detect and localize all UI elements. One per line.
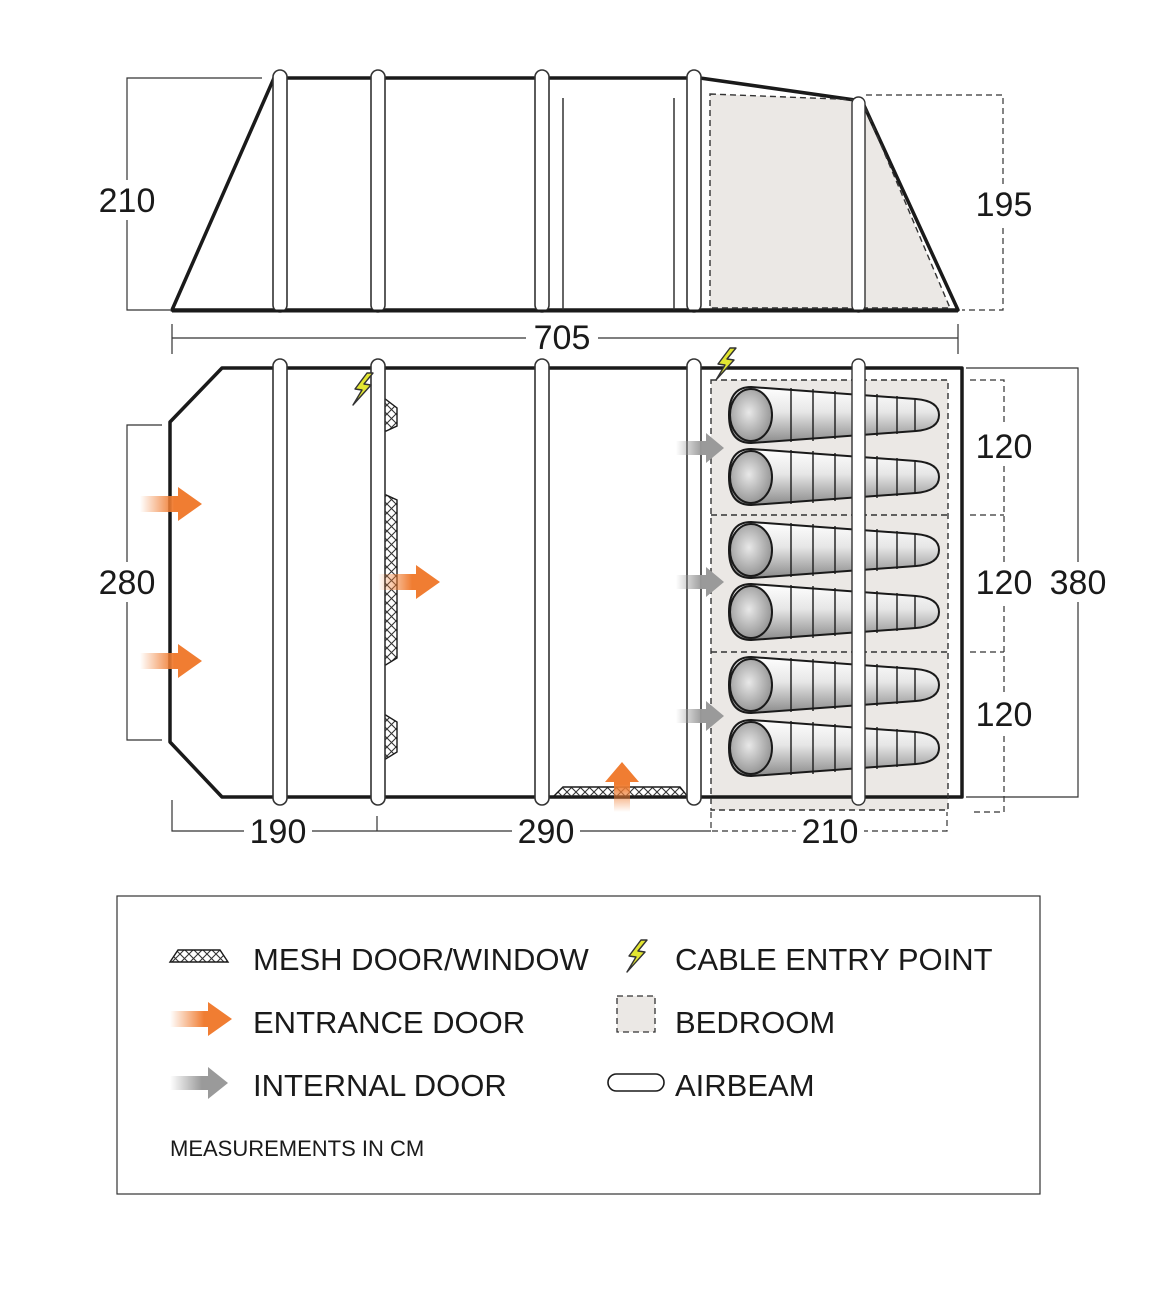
mesh-window [383,396,398,434]
height-right-label: 195 [976,186,1033,224]
side-bedroom-outline [709,93,952,309]
cable-entry-icon [715,347,737,381]
side-view: 210 195 705 [96,69,1036,358]
mesh-icon [168,949,230,963]
bedroom-width-label: 120 [976,696,1033,734]
legend-label: BEDROOM [675,1005,835,1040]
legend-label: ENTRANCE DOOR [253,1005,525,1040]
measurements-note: MEASUREMENTS IN CM [170,1136,424,1161]
cable-entry-icon [352,372,374,406]
mesh-window [383,712,398,762]
legend-label: CABLE ENTRY POINT [675,942,993,977]
entrance-arrow [605,762,639,812]
airbeam-icon [607,1073,665,1092]
floor-airbeam [272,358,288,806]
side-airbeam [370,69,386,313]
dimension-line [710,812,948,832]
floor-airbeam [851,358,866,806]
width-left-label: 280 [99,564,156,602]
overall-length-label: 705 [534,319,591,357]
legend: MESH DOOR/WINDOW CABLE ENTRY POINT ENTRA… [116,895,1041,1195]
side-bedroom-fill [710,94,950,308]
floor-plan: 280 120 120 120 380 190 290 210 [96,347,1110,852]
side-airbeam [272,69,288,313]
side-airbeam [686,69,702,313]
section-length-label: 290 [518,813,575,851]
section-length-label: 190 [250,813,307,851]
floor-airbeam [534,358,550,806]
floor-outline [168,366,964,799]
legend-label: AIRBEAM [675,1068,815,1103]
bedroom-icon [616,995,656,1033]
legend-box [116,895,1041,1195]
overall-width-label: 380 [1050,564,1107,602]
bedroom-width-label: 120 [976,428,1033,466]
bedroom-width-label: 120 [976,564,1033,602]
side-airbeam [534,69,550,313]
grey-arrow-icon [170,1067,228,1099]
height-left-label: 210 [99,182,156,220]
legend-label: INTERNAL DOOR [253,1068,507,1103]
side-airbeam [851,96,866,313]
bedroom-outline [710,379,949,811]
legend-label: MESH DOOR/WINDOW [253,942,590,977]
section-length-label: 210 [802,813,859,851]
